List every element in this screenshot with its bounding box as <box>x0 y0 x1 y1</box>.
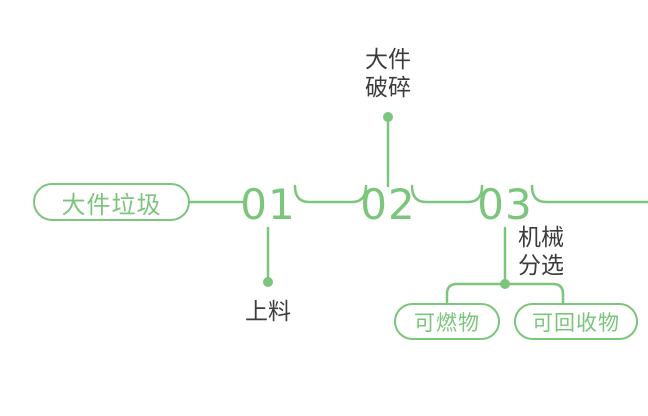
step-2-label-line1: 大件 <box>365 47 411 73</box>
step-3-label: 机械 分选 <box>518 224 628 280</box>
line-step3-to-edge <box>530 184 648 204</box>
step-3-label-line1: 机械 <box>518 225 564 251</box>
step-1-label: 上料 <box>218 298 318 326</box>
node-recyclable-label: 可回收物 <box>532 310 620 335</box>
connector-dot-posui <box>383 112 393 122</box>
node-bulky-waste-label: 大件垃圾 <box>61 190 162 219</box>
node-combustible: 可燃物 <box>394 303 500 340</box>
node-combustible-label: 可燃物 <box>414 310 480 335</box>
step-2-label: 大件 破碎 <box>338 46 438 102</box>
line-step1-to-step2 <box>293 184 368 204</box>
connector-dot-junction <box>500 279 510 289</box>
connector-dot-shangliao <box>263 277 273 287</box>
step-3-number: 03 <box>477 180 533 229</box>
step-3-label-line2: 分选 <box>518 253 564 279</box>
step-1-number: 01 <box>240 180 296 229</box>
node-recyclable: 可回收物 <box>514 303 638 340</box>
step-2-number: 02 <box>360 180 416 229</box>
step-1-label-line1: 上料 <box>245 299 291 325</box>
node-bulky-waste: 大件垃圾 <box>33 183 190 221</box>
line-step2-to-step3 <box>410 184 484 204</box>
step-2-label-line2: 破碎 <box>365 75 411 101</box>
